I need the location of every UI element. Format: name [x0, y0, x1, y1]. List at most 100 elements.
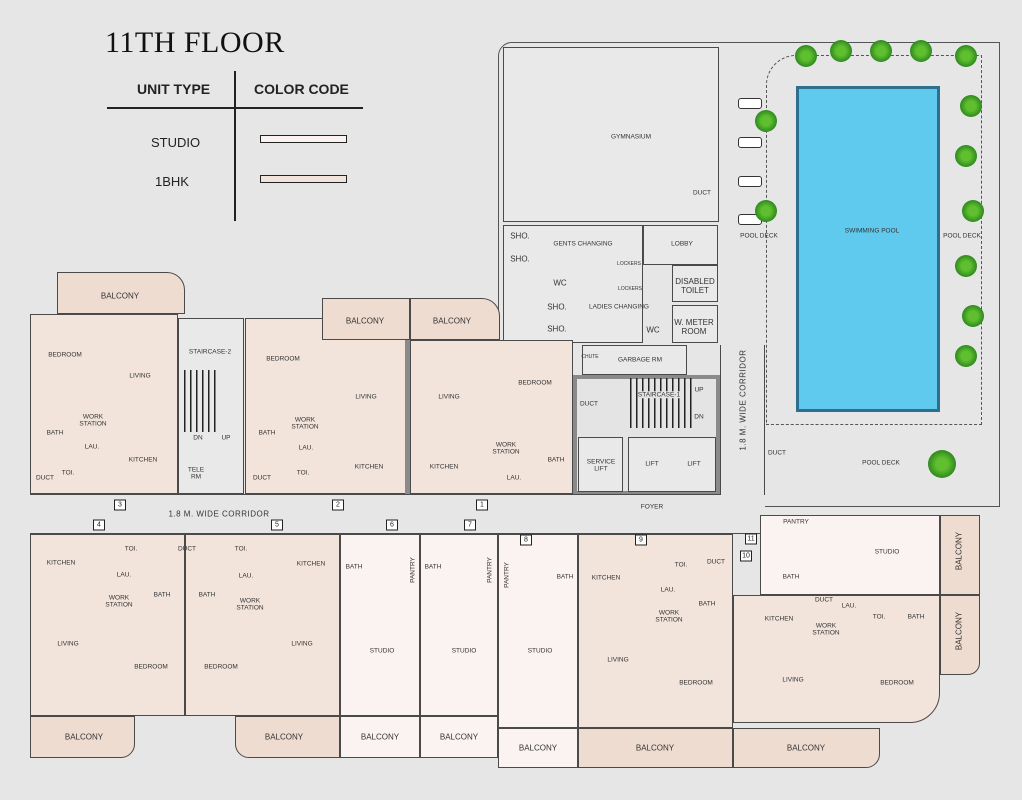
unit-number-tag: 11	[745, 533, 757, 545]
room-label: LADIES CHANGING	[589, 303, 649, 311]
legend-divider	[234, 71, 236, 221]
tree-icon	[955, 145, 977, 167]
room-label: LIVING	[607, 656, 629, 664]
room-label: GARBAGE RM	[617, 356, 663, 364]
legend-studio-label: STUDIO	[151, 135, 201, 150]
room-label: LOCKERS	[618, 286, 642, 293]
room-label: TOI.	[234, 545, 248, 553]
room-label: BATH	[198, 591, 216, 599]
room-label: BALCONY	[439, 732, 479, 742]
room-label: BATH	[907, 613, 925, 621]
unit-10	[733, 595, 940, 723]
tree-icon	[955, 345, 977, 367]
room-label: LAU.	[298, 444, 314, 452]
corridor-label: 1.8 M. WIDE CORRIDOR	[168, 509, 270, 519]
tree-icon	[960, 95, 982, 117]
room-label: BATH	[153, 591, 171, 599]
unit-9	[578, 534, 733, 728]
room-label: DISABLED TOILET	[675, 276, 715, 295]
room-label: TOI.	[674, 561, 688, 569]
tree-icon	[910, 40, 932, 62]
room-label: SHO.	[510, 231, 530, 241]
room-label: DUCT	[814, 596, 834, 604]
room-label: DUCT	[579, 400, 599, 408]
balcony	[733, 728, 880, 768]
tree-icon	[955, 45, 977, 67]
room-label: BATH	[556, 573, 574, 581]
room-label: UP	[221, 434, 231, 442]
unit-6	[340, 534, 420, 716]
room-label: LIVING	[355, 393, 377, 401]
unit-4	[30, 534, 185, 716]
room-label: CHUTE	[581, 354, 599, 361]
balcony	[340, 716, 420, 758]
room-label: PANTRY	[486, 557, 494, 583]
room-label: PANTRY	[503, 562, 511, 588]
room-label: WORK STATION	[812, 622, 840, 637]
room-label: LAU.	[238, 572, 254, 580]
room-label: POOL DECK	[943, 232, 981, 240]
room-label: WORK STATION	[291, 416, 319, 431]
room-label: KITCHEN	[764, 615, 794, 623]
room-label: BALCONY	[64, 732, 104, 742]
room-label: WC	[553, 278, 567, 288]
room-label: STUDIO	[874, 548, 900, 556]
room-label: TELE RM	[187, 466, 205, 481]
room-label: BATH	[782, 573, 800, 581]
room-label: WC	[646, 325, 660, 335]
room-label: STUDIO	[527, 647, 553, 655]
room-label: DUCT	[177, 545, 197, 553]
tree-icon	[755, 200, 777, 222]
tree-icon	[795, 45, 817, 67]
room-label: PANTRY	[783, 518, 809, 526]
parking-car-icon	[738, 176, 762, 187]
unit-number-tag: 9	[635, 534, 647, 546]
garbage-room	[582, 345, 687, 375]
room-label: WORK STATION	[655, 609, 683, 624]
unit-number-tag: 4	[93, 519, 105, 531]
room-label: BALCONY	[360, 732, 400, 742]
room-label: UP	[694, 386, 704, 394]
corridor-label: 1.8 M. WIDE CORRIDOR	[738, 349, 748, 451]
room-label: TOI.	[61, 469, 75, 477]
room-label: WORK STATION	[105, 594, 133, 609]
party-wall	[405, 340, 410, 494]
room-label: BEDROOM	[134, 663, 168, 671]
unit-number-tag: 1	[476, 499, 488, 511]
floor-title: 11TH FLOOR	[105, 26, 285, 59]
room-label: FOYER	[640, 503, 664, 511]
parking-car-icon	[738, 98, 762, 109]
changing-rooms	[503, 225, 643, 343]
room-label: LIVING	[57, 640, 79, 648]
room-label: DUCT	[252, 474, 272, 482]
disabled-toilet	[672, 265, 718, 302]
room-label: SHO.	[510, 254, 530, 264]
unit-number-tag: 2	[332, 499, 344, 511]
room-label: LAU.	[841, 602, 857, 610]
room-label: STUDIO	[369, 647, 395, 655]
room-label: GENTS CHANGING	[553, 240, 613, 248]
service-lift	[578, 437, 623, 492]
gymnasium	[503, 47, 719, 222]
room-label: POOL DECK	[862, 459, 900, 467]
legend-header-color-code: COLOR CODE	[254, 81, 349, 97]
room-label: KITCHEN	[296, 560, 326, 568]
room-label: LIVING	[782, 676, 804, 684]
room-label: LIVING	[291, 640, 313, 648]
room-label: BALCONY	[264, 732, 304, 742]
room-label: LIVING	[129, 372, 151, 380]
room-label: BEDROOM	[48, 351, 82, 359]
room-label: PANTRY	[409, 557, 417, 583]
room-label: KITCHEN	[354, 463, 384, 471]
room-label: STAIRCASE-2	[188, 348, 232, 356]
balcony	[578, 728, 733, 768]
room-label: WORK STATION	[236, 597, 264, 612]
room-label: BALCONY	[432, 316, 472, 326]
room-label: DUCT	[767, 449, 787, 457]
room-label: BATH	[345, 563, 363, 571]
unit-8	[498, 534, 578, 728]
room-label: DN	[694, 413, 704, 421]
room-label: BEDROOM	[204, 663, 238, 671]
room-label: SHO.	[547, 324, 567, 334]
room-label: BALCONY	[100, 291, 140, 301]
